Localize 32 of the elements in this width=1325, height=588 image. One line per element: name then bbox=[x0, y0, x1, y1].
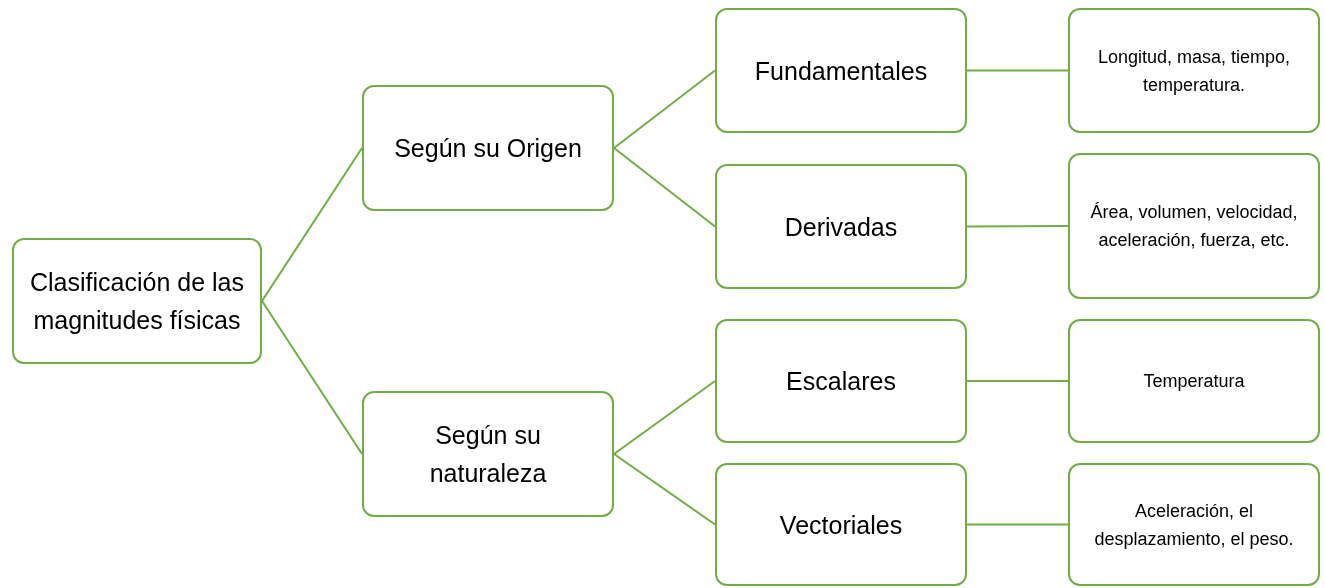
rounded-box bbox=[362, 85, 614, 211]
rounded-box bbox=[1068, 8, 1320, 133]
rounded-box bbox=[715, 319, 967, 443]
connector-line bbox=[613, 69, 716, 149]
box-label: Escalares bbox=[786, 366, 896, 397]
box-label: Área, volumen, velocidad, aceleración, fuerza, etc. bbox=[1089, 201, 1299, 252]
connector-line bbox=[613, 380, 716, 455]
rounded-box bbox=[715, 8, 967, 133]
connector-line bbox=[613, 453, 716, 526]
box-label: Según su Origen bbox=[394, 133, 582, 164]
connector-line bbox=[966, 523, 1069, 526]
box-label: Derivadas bbox=[784, 211, 898, 243]
box-label: Clasificación de las magnitudes físicas bbox=[29, 267, 245, 336]
box-label: Fundamentales bbox=[754, 55, 928, 87]
rounded-box bbox=[12, 238, 262, 364]
box-label: Vectoriales bbox=[779, 509, 903, 541]
connector-line bbox=[261, 300, 363, 455]
box-label: Temperatura bbox=[1143, 370, 1245, 393]
connector-line bbox=[966, 380, 1069, 382]
box-label: Aceleración, el desplazamiento, el peso. bbox=[1093, 499, 1295, 551]
connector-line bbox=[613, 147, 716, 228]
connector-line bbox=[261, 147, 363, 302]
rounded-box bbox=[362, 391, 614, 517]
box-label: Según su naturaleza bbox=[428, 420, 548, 489]
rounded-box bbox=[1068, 153, 1320, 299]
box-label: Longitud, masa, tiempo, temperatura. bbox=[1096, 45, 1292, 97]
rounded-box bbox=[1068, 319, 1320, 443]
rounded-box bbox=[1068, 463, 1320, 586]
rounded-box bbox=[715, 463, 967, 586]
rounded-box bbox=[715, 164, 967, 289]
connector-line bbox=[966, 69, 1069, 72]
connector-line bbox=[966, 225, 1069, 228]
